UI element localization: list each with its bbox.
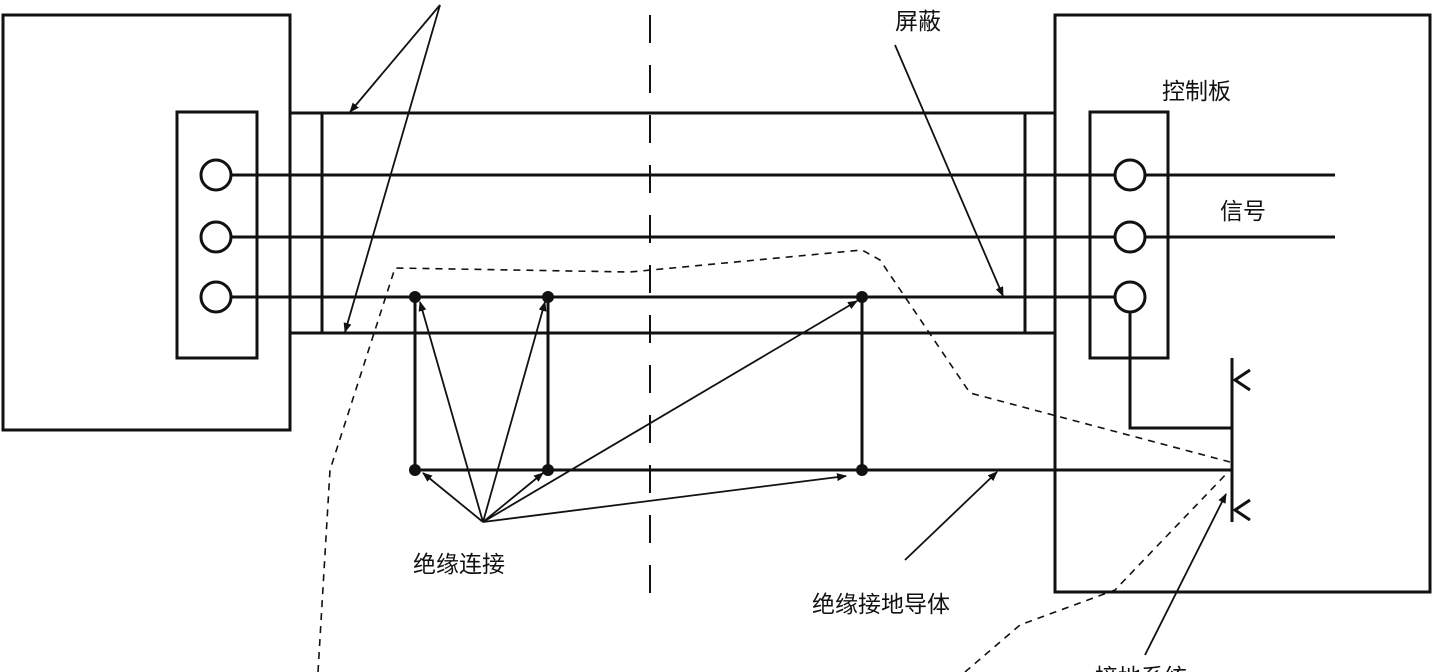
label-insulated-ground-conductor: 绝缘接地导体 bbox=[812, 592, 950, 618]
shield-to-ground-lead bbox=[1128, 312, 1232, 430]
terminal-left-1 bbox=[199, 158, 233, 192]
label-insulated-connection: 绝缘连接 bbox=[413, 552, 505, 578]
label-signal: 信号 bbox=[1220, 199, 1266, 225]
label-control-board: 控制板 bbox=[1162, 79, 1231, 105]
label-shield: 屏蔽 bbox=[895, 9, 941, 35]
terminal-right-2 bbox=[1113, 220, 1147, 254]
label-ground-system: 接地系统 bbox=[1095, 658, 1187, 672]
right-equipment-box bbox=[1053, 13, 1432, 594]
ground-chevron-top bbox=[1232, 368, 1251, 392]
boundary-dashed-1 bbox=[317, 249, 1231, 672]
leader-arrows bbox=[343, 4, 1227, 656]
boundary-dashed-2 bbox=[964, 469, 1231, 672]
junction-dots bbox=[409, 291, 868, 476]
terminal-left-2 bbox=[199, 220, 233, 254]
ground-chevron-bottom bbox=[1232, 498, 1251, 522]
terminal-right-3 bbox=[1113, 280, 1147, 314]
terminal-right-1 bbox=[1113, 158, 1147, 192]
terminal-left-3 bbox=[199, 280, 233, 314]
left-equipment-box bbox=[1, 13, 292, 432]
left-terminal-block bbox=[175, 110, 259, 360]
